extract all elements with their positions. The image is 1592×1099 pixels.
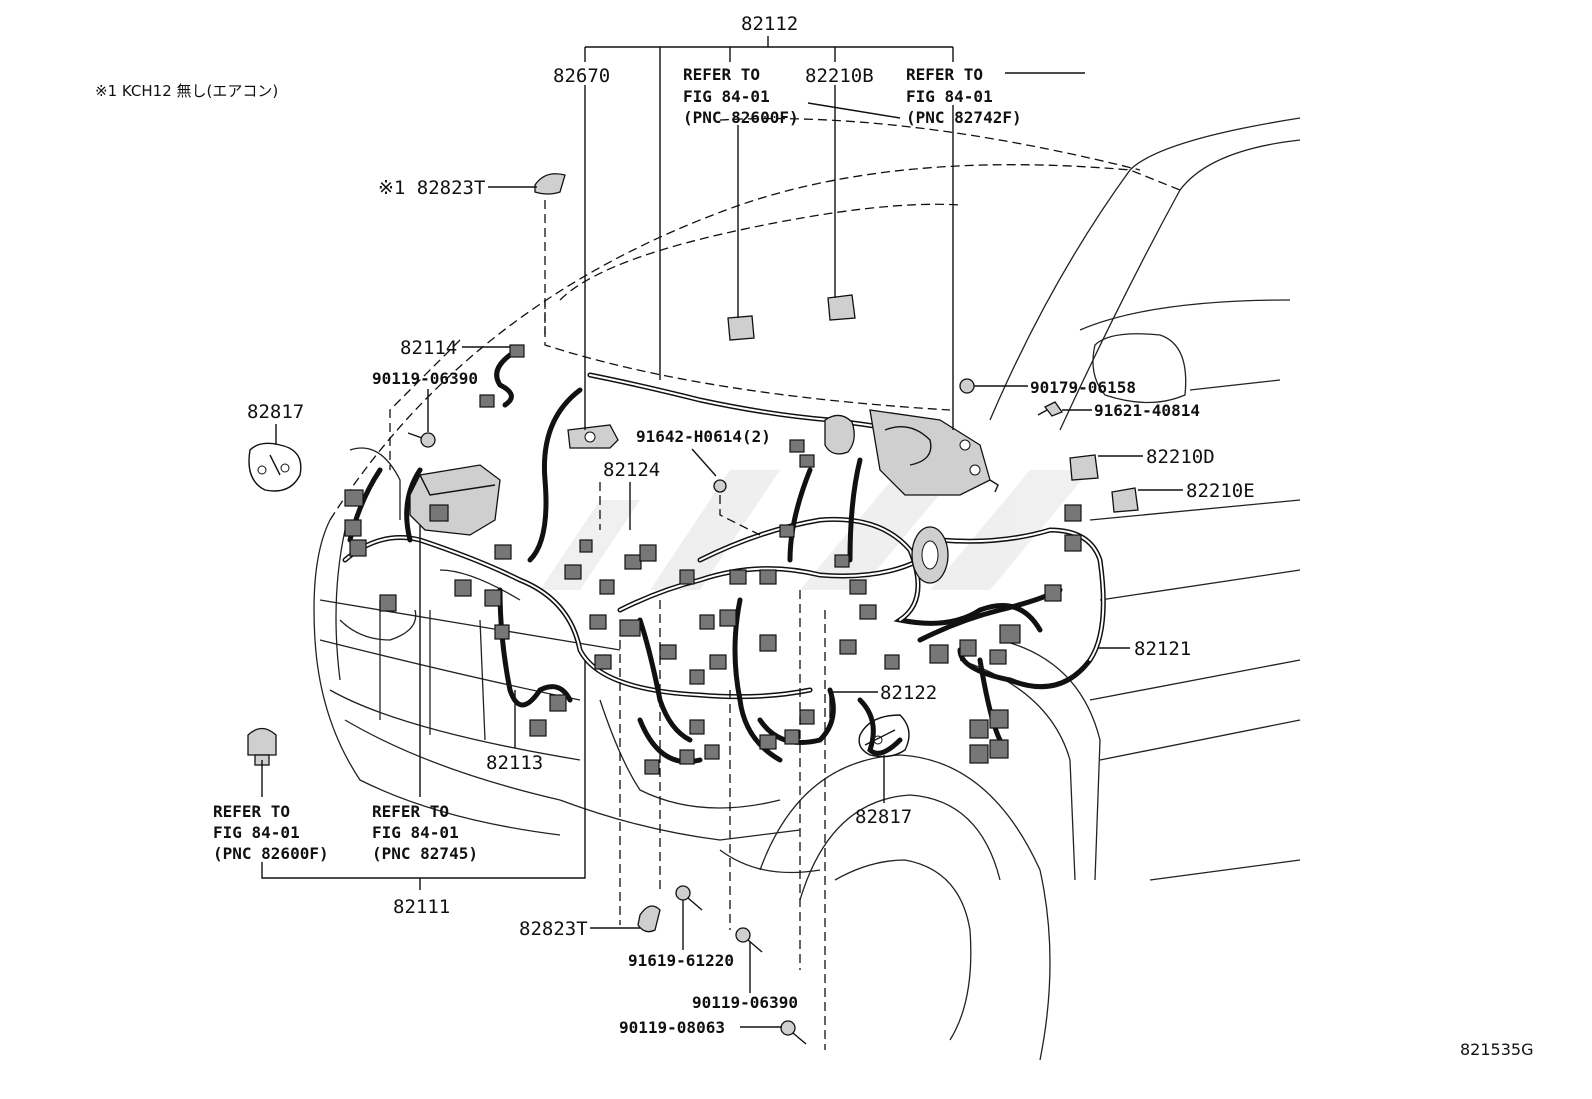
label-82121: 82121 — [1134, 638, 1191, 660]
refer-part-82600F-bottom — [247, 727, 277, 766]
label-91642-H0614: 91642-H0614(2) — [636, 427, 771, 446]
refer3-line3: (PNC 82600F) — [213, 844, 329, 863]
label-82670: 82670 — [553, 65, 610, 87]
clamp-82817-left — [248, 442, 302, 492]
refer1-line2: FIG 84-01 — [683, 87, 770, 106]
ecu-bracket — [869, 409, 999, 496]
drawing-code: 821535G — [1460, 1040, 1533, 1059]
label-82210B: 82210B — [805, 65, 874, 87]
label-90119-06390-bottom: 90119-06390 — [692, 993, 798, 1012]
refer1-line1: REFER TO — [683, 65, 760, 84]
refer3-line2: FIG 84-01 — [213, 823, 300, 842]
refer2-line2: FIG 84-01 — [906, 87, 993, 106]
connectors — [344, 344, 1082, 775]
label-82111: 82111 — [393, 896, 450, 918]
label-91621-40814: 91621-40814 — [1094, 401, 1200, 420]
label-90179-06158: 90179-06158 — [1030, 378, 1136, 397]
refer2-line1: REFER TO — [906, 65, 983, 84]
vehicle-body-outline — [313, 117, 1301, 1061]
connector-block-82670 — [567, 424, 619, 449]
refer4-line1: REFER TO — [372, 802, 449, 821]
clamp-82817-right — [858, 714, 910, 758]
refer2-line3: (PNC 82742F) — [906, 108, 1022, 127]
label-90119-08063: 90119-08063 — [619, 1018, 725, 1037]
note-text: ※1 KCH12 無し(エアコン) — [95, 82, 278, 100]
label-82210D: 82210D — [1146, 446, 1215, 468]
cover-82823T-bottom — [637, 905, 661, 933]
relay-block — [409, 464, 501, 536]
relay-82210E — [1111, 487, 1139, 513]
label-82114: 82114 — [400, 337, 457, 359]
label-91619-61220: 91619-61220 — [628, 951, 734, 970]
label-82210E: 82210E — [1186, 480, 1255, 502]
bolts — [407, 378, 1064, 1045]
leader-lines — [261, 36, 1183, 1050]
cover-82823T-top — [534, 173, 566, 195]
round-connector — [824, 414, 949, 584]
harness-parts — [247, 173, 1139, 1045]
relay-82210B — [827, 294, 856, 321]
label-82122: 82122 — [880, 682, 937, 704]
label-82112: 82112 — [741, 13, 798, 35]
label-82113: 82113 — [486, 752, 543, 774]
refer-part-82600F-top — [727, 315, 755, 341]
relay-82210D — [1069, 454, 1099, 481]
refer1-line3: (PNC 82600F) — [683, 108, 799, 127]
refer3-line1: REFER TO — [213, 802, 290, 821]
labels: ※1 KCH12 無し(エアコン) 82112 82670 82210B REF… — [95, 13, 1533, 1059]
refer4-line2: FIG 84-01 — [372, 823, 459, 842]
refer4-line3: (PNC 82745) — [372, 844, 478, 863]
label-90119-06390-top: 90119-06390 — [372, 369, 478, 388]
label-82823T-bottom: 82823T — [519, 918, 588, 940]
label-82817-left: 82817 — [247, 401, 304, 423]
label-82823T-top: ※1 82823T — [378, 177, 485, 199]
label-82124: 82124 — [603, 459, 660, 481]
label-82817-right: 82817 — [855, 806, 912, 828]
